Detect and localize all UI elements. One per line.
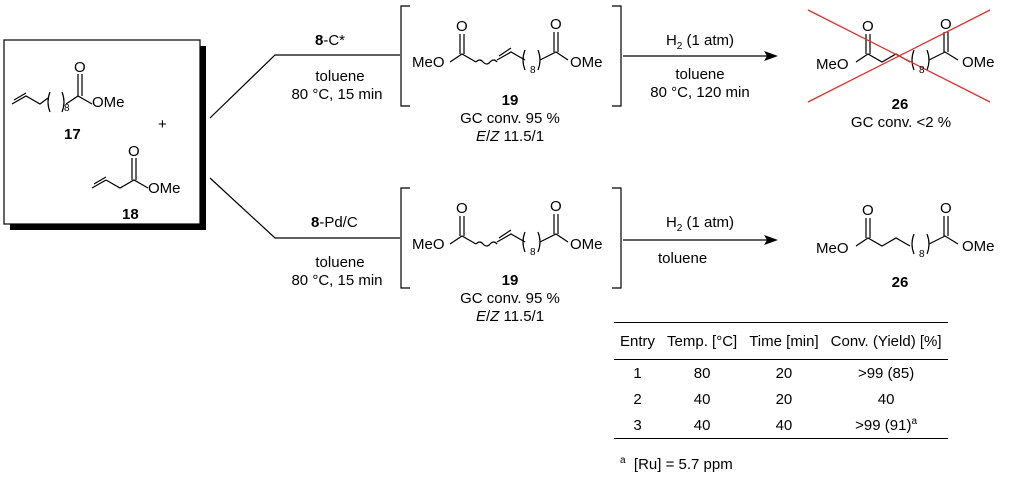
header-conv: Conv. (Yield) [%] xyxy=(824,322,948,360)
svg-text:O: O xyxy=(456,200,468,217)
bracket-right-top xyxy=(612,5,622,107)
cell-entry: 3 xyxy=(614,412,662,439)
prod26-bottom-methoxy-right: OMe xyxy=(962,238,995,255)
prod26-top-conversion: GC conv. <2 % xyxy=(850,114,952,131)
header-time: Time [min] xyxy=(743,322,825,360)
bottom-arrowhead xyxy=(764,235,778,245)
top-solvent: toluene xyxy=(315,68,365,85)
int19-bottom-ez-ratio: E/Z 11.5/1 xyxy=(475,308,545,325)
int19-top-methoxy-left: MeO xyxy=(412,54,445,71)
svg-text:O: O xyxy=(550,198,562,215)
prod26-bottom-methoxy-left: MeO xyxy=(816,240,849,257)
cell-temp: 40 xyxy=(693,390,711,408)
top-catalyst: 8-C* xyxy=(315,32,346,49)
prod26-bottom-subscript: 8 xyxy=(919,249,925,260)
table-footnote: a [Ru] = 5.7 ppm xyxy=(620,455,733,473)
top-conditions: 80 °C, 15 min xyxy=(291,86,383,103)
bottom-branch-line xyxy=(209,177,400,239)
compound-17-ester: OMe xyxy=(92,94,125,111)
cell-entry: 2 xyxy=(633,390,642,408)
cell-time: 20 xyxy=(775,390,793,408)
cell-entry: 1 xyxy=(633,364,642,382)
int19-bottom-subscript: 8 xyxy=(530,247,536,258)
svg-text:O: O xyxy=(862,202,874,219)
oxygen-labels: O O O O O O O O O O xyxy=(74,16,952,219)
svg-text:O: O xyxy=(940,200,952,217)
table-row: 1 80 20 >99 (85) xyxy=(614,360,948,387)
int19-bottom-methoxy-left: MeO xyxy=(412,236,445,253)
prod26-top-methoxy-left: MeO xyxy=(816,56,849,73)
compound-18-structure xyxy=(91,158,149,189)
table-row: 2 40 20 40 xyxy=(614,386,948,412)
cell-conv: >99 (85) xyxy=(857,365,915,382)
top-h2-conditions: 80 °C, 120 min xyxy=(650,84,750,101)
compound-19-top-structure xyxy=(449,32,569,71)
compound-17-structure xyxy=(11,74,93,113)
top-arrowhead xyxy=(764,51,778,61)
bottom-h2-solvent: toluene xyxy=(658,250,708,267)
compound-17-chain-subscript: 8 xyxy=(64,103,70,114)
cell-time: 20 xyxy=(775,364,793,382)
table-header-row: Entry Temp. [°C] Time [min] Conv. (Yield… xyxy=(614,322,948,360)
bottom-h2-pressure: H2 (1 atm) xyxy=(665,214,735,234)
svg-text:O: O xyxy=(862,18,874,35)
int19-bottom-conversion: GC conv. 95 % xyxy=(460,290,560,307)
cell-temp: 80 xyxy=(693,364,711,382)
int19-top-subscript: 8 xyxy=(530,65,536,76)
svg-text:O: O xyxy=(940,16,952,33)
svg-text:O: O xyxy=(456,18,468,35)
table-row: 3 40 40 >99 (91)a xyxy=(614,412,948,439)
strike-line-2 xyxy=(807,9,991,103)
header-temp: Temp. [°C] xyxy=(661,322,744,360)
cell-time: 40 xyxy=(743,412,825,439)
int19-bottom-methoxy-right: OMe xyxy=(570,236,603,253)
top-h2-pressure: H2 (1 atm) xyxy=(665,32,735,52)
int19-top-label: 19 xyxy=(501,92,519,109)
plus-sign: + xyxy=(158,116,167,133)
compound-19-bottom-structure xyxy=(449,214,569,253)
prod26-top-methoxy-right: OMe xyxy=(962,54,995,71)
cell-conv: 40 xyxy=(877,391,895,408)
int19-top-ez-ratio: E/Z 11.5/1 xyxy=(475,128,545,145)
int19-bottom-label: 19 xyxy=(501,272,519,289)
top-branch-line xyxy=(209,54,400,119)
int19-top-methoxy-right: OMe xyxy=(570,54,603,71)
svg-text:O: O xyxy=(128,143,140,160)
prod26-bottom-label: 26 xyxy=(891,274,909,291)
bracket-right-bottom xyxy=(612,187,622,289)
top-h2-solvent: toluene xyxy=(675,66,725,83)
reactants-box xyxy=(3,39,201,225)
prod26-top-label: 26 xyxy=(891,96,909,113)
prod26-top-subscript: 8 xyxy=(919,65,925,76)
bottom-solvent: toluene xyxy=(315,254,365,271)
compound-17-label: 17 xyxy=(64,126,81,143)
conditions-table: Entry Temp. [°C] Time [min] Conv. (Yield… xyxy=(614,322,948,439)
compound-26-bottom-structure xyxy=(855,216,959,255)
compound-26-top-structure xyxy=(855,32,959,71)
compound-18-label: 18 xyxy=(122,206,139,223)
header-entry: Entry xyxy=(614,322,662,360)
svg-text:O: O xyxy=(550,16,562,33)
svg-text:O: O xyxy=(74,59,86,76)
int19-top-conversion: GC conv. 95 % xyxy=(460,110,560,127)
bracket-left-top xyxy=(400,5,410,107)
bracket-left-bottom xyxy=(400,187,410,289)
compound-18-ester: OMe xyxy=(148,180,181,197)
cell-conv: >99 (91)a xyxy=(824,412,948,439)
cell-temp: 40 xyxy=(661,412,744,439)
bottom-catalyst: 8-Pd/C xyxy=(311,214,358,231)
bottom-conditions: 80 °C, 15 min xyxy=(291,272,383,289)
